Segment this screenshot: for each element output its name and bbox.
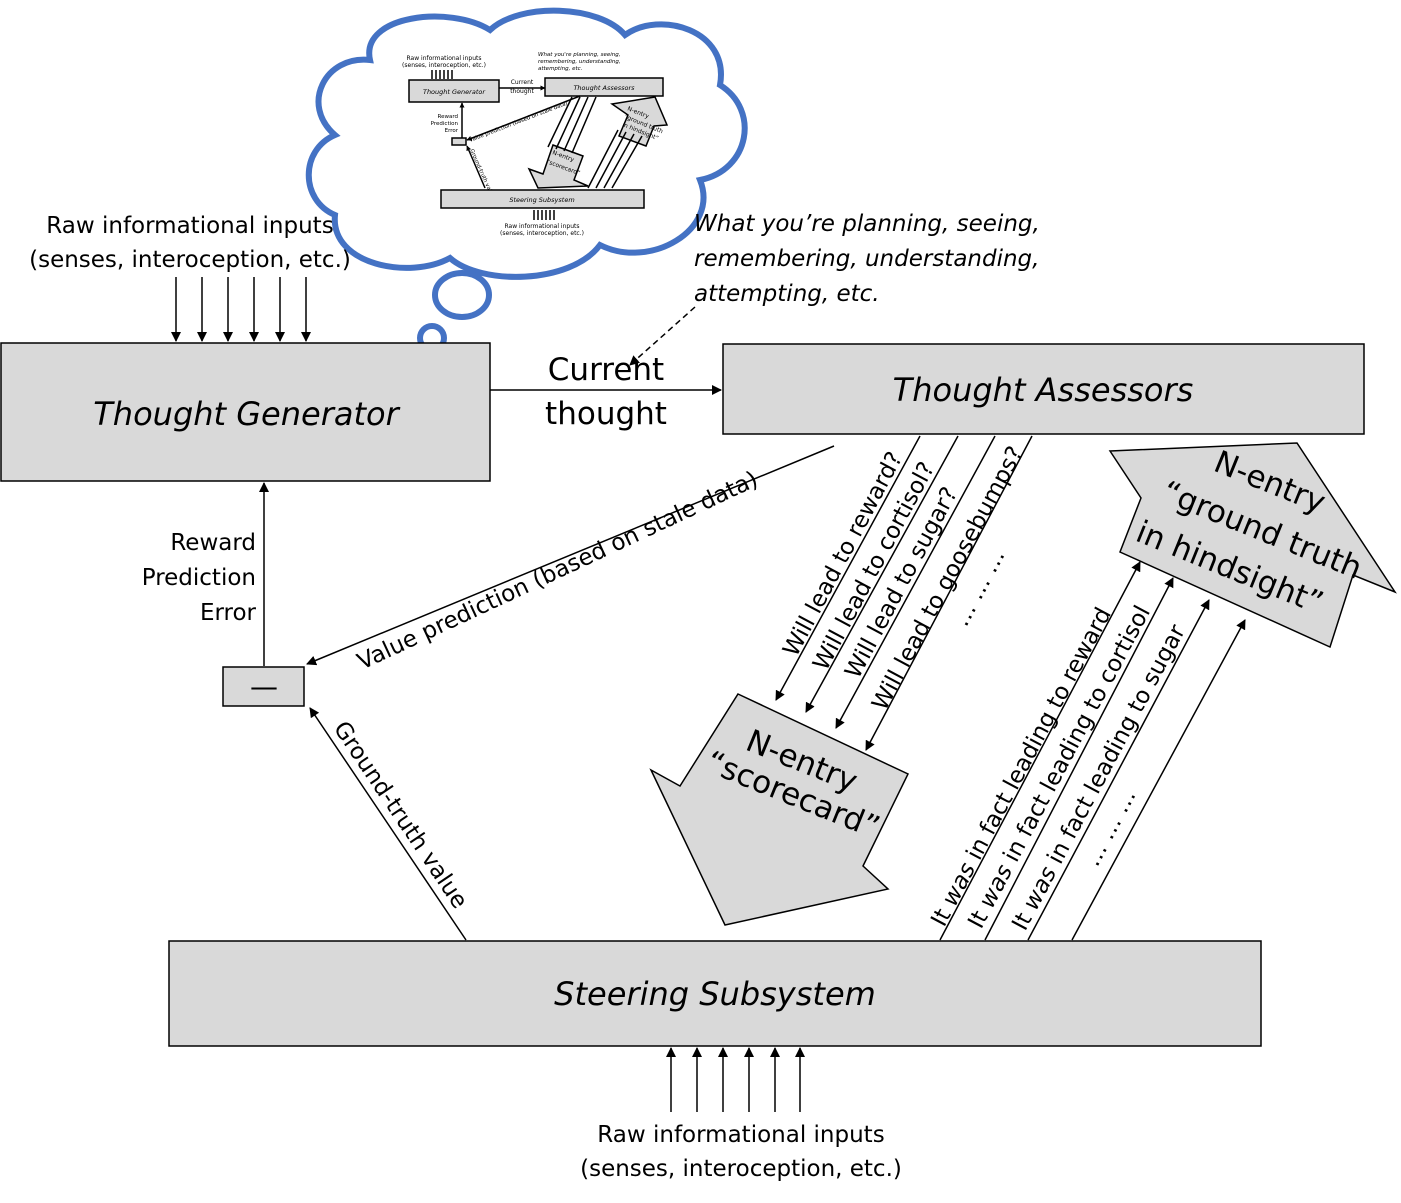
steering-subsystem-title: Steering Subsystem (554, 975, 876, 1013)
hindsight-arrow (1108, 442, 1397, 649)
will-lead-arrows (775, 435, 1033, 751)
thumb-rpe1: Reward (438, 114, 458, 120)
raw-inputs-bottom-line1: Raw informational inputs (597, 1122, 884, 1148)
annotation-line2: remembering, understanding, (694, 246, 1039, 272)
subtraction-box (222, 666, 305, 707)
thumb-rpe3: Error (445, 128, 459, 134)
rpe-line3: Error (200, 600, 257, 626)
rpe-line1: Reward (170, 530, 256, 556)
steering-subsystem-box (168, 940, 1262, 1047)
thumb-ta-label: Thought Assessors (573, 84, 635, 92)
was-leading-reward: It was in fact leading to reward (926, 603, 1117, 930)
thumb-ann3: attempting, etc. (538, 66, 583, 72)
rpe-line2: Prediction (142, 565, 256, 591)
was-leading-arrows (939, 561, 1246, 941)
minus-symbol: — (250, 670, 278, 703)
annotation-line1: What you’re planning, seeing, (694, 211, 1040, 237)
thumb-scorecard-arrow (527, 144, 589, 189)
value-prediction-label: Value prediction (based on stale data) (354, 467, 762, 676)
current-thought-line1: Current (548, 352, 664, 388)
thumb-rpe2: Prediction (431, 121, 459, 127)
thumb-raw-line1: Raw informational inputs (407, 55, 482, 62)
was-leading-cortisol: It was in fact leading to cortisol (963, 602, 1156, 933)
raw-inputs-top-line1: Raw informational inputs (46, 213, 333, 239)
thumb-ann2: remembering, understanding, (538, 59, 621, 65)
thumb-minus-box (451, 137, 467, 146)
thumb-tg-label: Thought Generator (423, 88, 486, 96)
thumb-steering-subsystem (440, 189, 645, 209)
annotation-line3: attempting, etc. (694, 281, 880, 307)
value-prediction-arrow (306, 445, 835, 666)
thumb-bot1: Raw informational inputs (505, 223, 580, 230)
raw-inputs-bottom-arrows (666, 1047, 805, 1112)
ground-truth-label: Ground-truth value (328, 717, 472, 914)
thought-assessors-box (722, 343, 1365, 435)
thought-bubble-large (432, 270, 492, 320)
scorecard-arrow (649, 693, 910, 926)
raw-inputs-top-line2: (senses, interoception, etc.) (29, 247, 351, 273)
thumb-ct1: Current (511, 79, 534, 86)
thumb-ss-label: Steering Subsystem (509, 196, 574, 204)
raw-inputs-bottom-line2: (senses, interoception, etc.) (580, 1156, 902, 1182)
annotation-dashed-arrow (629, 306, 696, 366)
raw-inputs-top-arrows (171, 277, 311, 342)
current-thought-line2: thought (545, 396, 667, 432)
thumb-ct2: thought (510, 88, 534, 95)
thumb-raw-line2: (senses, interoception, etc.) (402, 62, 486, 69)
thought-generator-box (0, 342, 491, 482)
thought-assessors-title: Thought Assessors (893, 371, 1194, 409)
thumb-ann1: What you're planning, seeing, (538, 52, 621, 58)
thumb-thought-generator (408, 79, 500, 103)
ground-truth-arrow (309, 707, 467, 941)
thought-generator-title: Thought Generator (93, 395, 400, 433)
thumb-bot2: (senses, interoception, etc.) (500, 230, 584, 237)
